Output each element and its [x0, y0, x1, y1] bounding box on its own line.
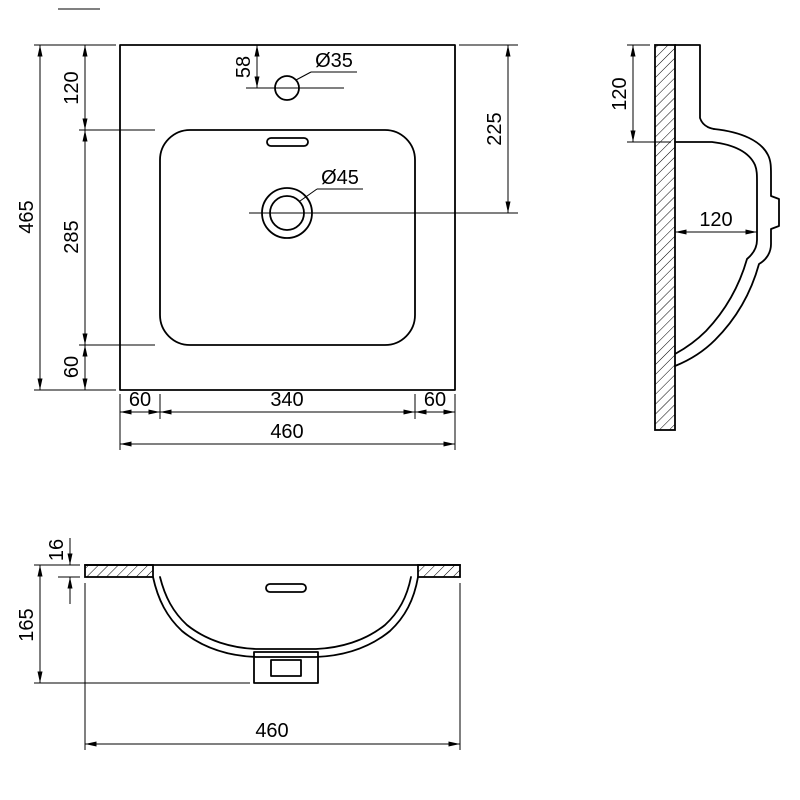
dim-side-120-horizontal: 120 [675, 209, 757, 235]
counter-right-section [417, 564, 461, 578]
counter-left-section [84, 564, 154, 578]
dim-label-counter-thickness: 16 [46, 539, 68, 561]
faucet-annotation: 58 Ø35 [233, 45, 357, 89]
side-bowl-inner-contour [674, 141, 758, 355]
side-bowl-outer-contour [674, 128, 780, 367]
dim-label-faucet-dia: Ø35 [315, 50, 353, 72]
dim-label-drain-from-top: 225 [484, 112, 506, 145]
drain-trap-inner [270, 659, 302, 677]
dim-label-seg-bot: 60 [61, 356, 83, 378]
dim-label-overall-height: 465 [16, 200, 38, 233]
dim-front-460: 460 [84, 583, 461, 750]
dim-label-bot-left: 60 [129, 389, 151, 411]
dim-label-side-rim-height: 120 [609, 77, 631, 110]
drain-annotation: Ø45 [249, 167, 518, 214]
side-section-view: 120 120 [609, 44, 780, 431]
dim-plan-60-left: 60 [61, 345, 88, 390]
dim-label-front-height: 165 [16, 608, 38, 641]
dim-label-seg-mid: 285 [61, 220, 83, 253]
plan-view: 465 120 285 60 58 Ø35 Ø45 [16, 44, 518, 450]
dim-plan-225: 225 [484, 45, 511, 213]
dim-label-seg-top: 120 [61, 71, 83, 104]
dim-label-front-width: 460 [255, 720, 288, 742]
dim-plan-460: 460 [120, 421, 455, 447]
front-section-view: 16 165 460 [16, 538, 461, 750]
dim-label-faucet-offset: 58 [233, 56, 255, 78]
drain-trap [253, 651, 319, 684]
dim-front-165: 165 [16, 565, 250, 684]
dim-label-bot-right: 60 [424, 389, 446, 411]
dim-label-side-depth: 120 [699, 209, 732, 231]
dim-plan-bottom-chain: 60 340 60 [120, 389, 455, 415]
dim-label-overall-width: 460 [270, 421, 303, 443]
basin-outline [159, 129, 416, 346]
dim-label-bot-mid: 340 [270, 389, 303, 411]
front-overflow-slot [265, 583, 307, 593]
dim-label-drain-dia: Ø45 [321, 167, 359, 189]
front-bowl-outer-contour [152, 576, 419, 658]
dim-front-16: 16 [34, 538, 80, 604]
front-bowl-inner-contour [159, 576, 412, 650]
countertop-outline [119, 44, 456, 391]
dim-plan-120: 120 [61, 45, 88, 130]
side-wall-section [654, 44, 676, 431]
dim-plan-465: 465 [16, 45, 43, 390]
side-counter-edge [674, 44, 715, 130]
dim-side-120-vertical: 120 [609, 44, 671, 143]
dim-plan-285: 285 [61, 130, 88, 345]
overflow-slot [266, 137, 309, 147]
